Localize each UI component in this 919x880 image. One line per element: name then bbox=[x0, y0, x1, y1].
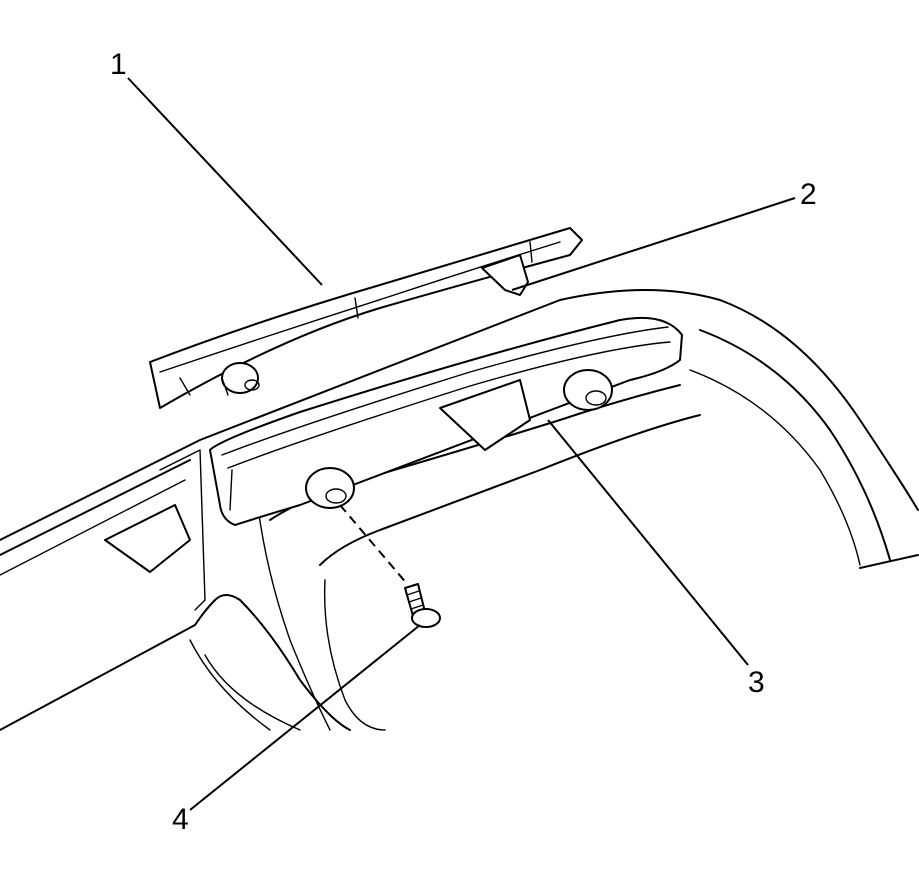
callout-4: 4 bbox=[172, 803, 189, 836]
leader-line-4 bbox=[189, 624, 421, 811]
callout-3: 3 bbox=[748, 666, 765, 699]
screw bbox=[339, 504, 441, 628]
handle-base bbox=[209, 316, 683, 526]
cover-strip bbox=[149, 227, 583, 409]
callout-1: 1 bbox=[110, 48, 127, 81]
leader-line-2 bbox=[511, 197, 796, 291]
callout-2: 2 bbox=[800, 178, 817, 211]
leader-line-1 bbox=[127, 77, 323, 286]
headliner-body bbox=[0, 289, 919, 731]
leader-line-3 bbox=[547, 419, 749, 666]
leader-lines bbox=[127, 77, 796, 811]
